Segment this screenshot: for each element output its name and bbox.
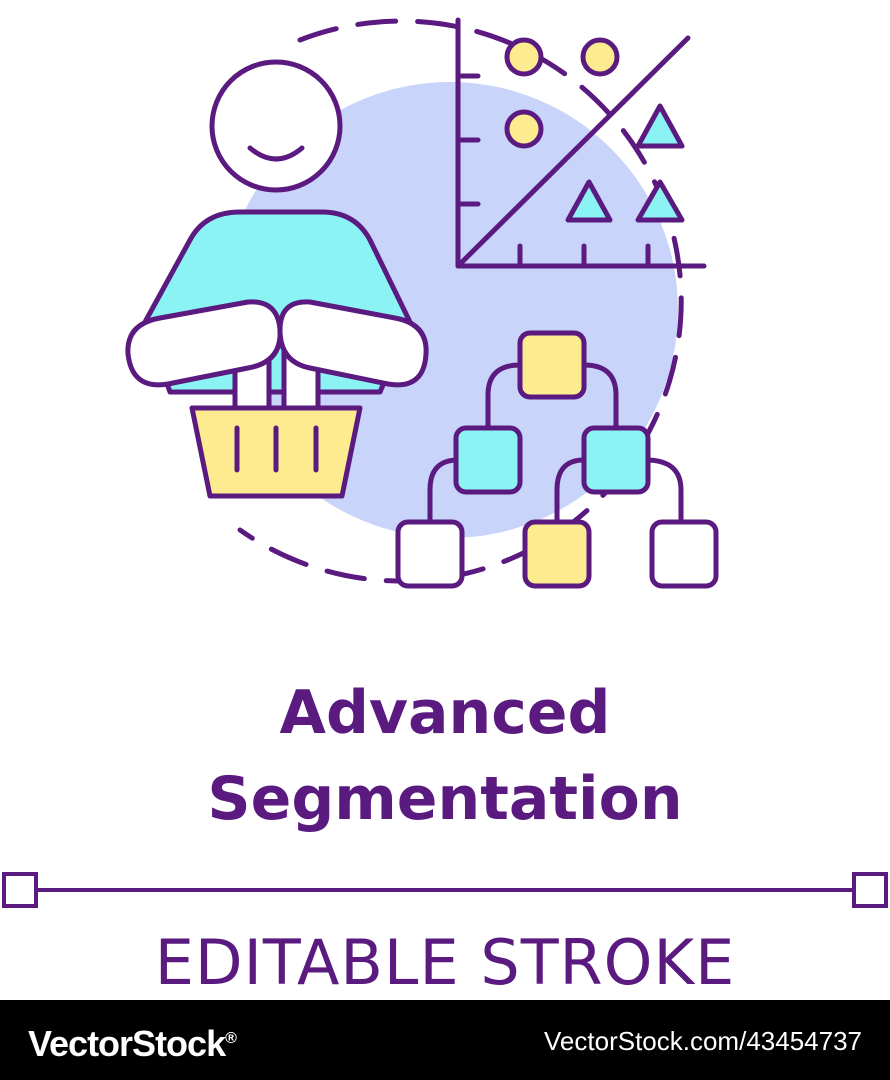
trademark-mark: ® xyxy=(225,1030,237,1047)
decision-tree-icon xyxy=(395,330,719,589)
left-anchor-handle xyxy=(2,872,38,908)
brand-name: VectorStock xyxy=(28,1023,226,1064)
editable-stroke-caption: EDITABLE STROKE xyxy=(154,926,736,999)
brand-logo: VectorStock® xyxy=(28,1016,237,1067)
scatter-plot-icon xyxy=(455,17,707,269)
person-with-basket-icon xyxy=(125,59,429,499)
right-anchor-handle xyxy=(852,872,888,908)
title-line-1: Advanced xyxy=(279,678,611,748)
editable-stroke-divider xyxy=(2,872,888,908)
footer-bar: VectorStock® VectorStock.com/43454737 xyxy=(0,1000,890,1080)
image-id: VectorStock.com/43454737 xyxy=(544,1026,862,1056)
title-line-2: Segmentation xyxy=(207,764,683,834)
page-title: Advanced Segmentation xyxy=(0,670,890,842)
advanced-segmentation-illustration xyxy=(125,17,719,589)
